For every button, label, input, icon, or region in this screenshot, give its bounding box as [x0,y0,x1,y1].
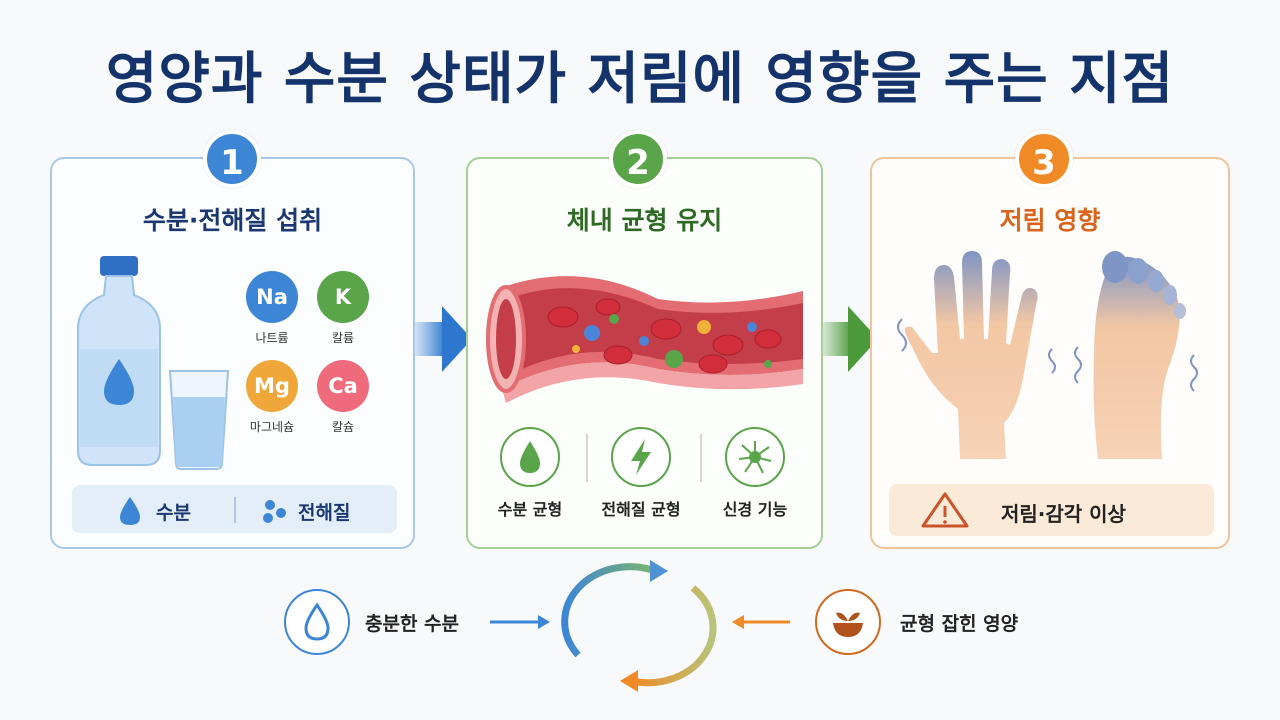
water-bottle-icon [77,256,161,466]
mineral-potassium-label: 칼륨 [331,331,355,345]
hand-and-foot-illustration [897,251,1198,459]
lightning-icon [611,427,671,487]
page-title: 영양과 수분 상태가 저림에 영향을 주는 지점 [105,47,1175,112]
step-3-badge: 3 [1015,130,1073,188]
intake-legend: 수분 전해질 [72,485,397,533]
water-bottle-and-glass-illustration [77,256,230,470]
electrolyte-balance-label: 전해질 균형 [601,500,681,519]
panel-intake: 1 수분·전해질 섭취 Na 나트륨 K 칼륨 Mg 마그네슘 Ca 칼슘 [50,130,415,549]
mineral-potassium: K [317,271,369,323]
numb-hand-icon [904,251,1038,459]
mineral-sodium: Na [246,271,298,323]
sufficient-water-label: 충분한 수분 [365,613,460,635]
balanced-nutrition-label: 균형 잡힌 영양 [900,613,1019,635]
mineral-calcium: Ca [317,360,369,412]
panel-balance-title: 체내 균형 유지 [566,206,723,235]
panel-intake-title: 수분·전해질 섭취 [142,206,323,235]
water-glass-icon [168,370,230,470]
mineral-magnesium: Mg [246,360,298,412]
warning-icon [921,492,969,528]
numb-foot-icon [1093,251,1186,459]
legend-electrolyte-label: 전해질 [298,502,351,524]
legend-water-label: 수분 [156,502,191,524]
panel-effect-title: 저림 영향 [999,206,1101,235]
divider [586,434,588,482]
warning-label: 저림·감각 이상 [1001,502,1126,526]
electrolyte-dots-icon [263,500,286,523]
mineral-calcium-label: 칼슘 [331,420,355,434]
mineral-magnesium-label: 마그네슘 [249,420,295,434]
mineral-sodium-label: 나트륨 [255,331,289,345]
blood-vessel-illustration [486,276,803,403]
water-balance-icon [500,427,560,487]
arrow-step2-to-step3 [816,306,878,372]
neuron-icon [725,427,785,487]
panel-balance: 2 체내 균형 유지 [466,130,823,549]
sufficient-water-icon [284,589,350,655]
warning-bar: 저림·감각 이상 [889,484,1214,536]
step-1-badge: 1 [203,130,261,188]
bottle-drop-icon [104,359,134,405]
divider [700,434,702,482]
nerve-function-label: 신경 기능 [722,500,788,519]
balanced-nutrition-icon [815,589,881,655]
tingle-lines [897,318,1198,392]
water-drop-icon [120,497,140,525]
arrow-step1-to-step2 [408,306,472,372]
water-balance-label: 수분 균형 [497,500,563,519]
step-2-badge: 2 [609,130,667,188]
panel-effect: 3 저림 영향 [870,130,1230,549]
